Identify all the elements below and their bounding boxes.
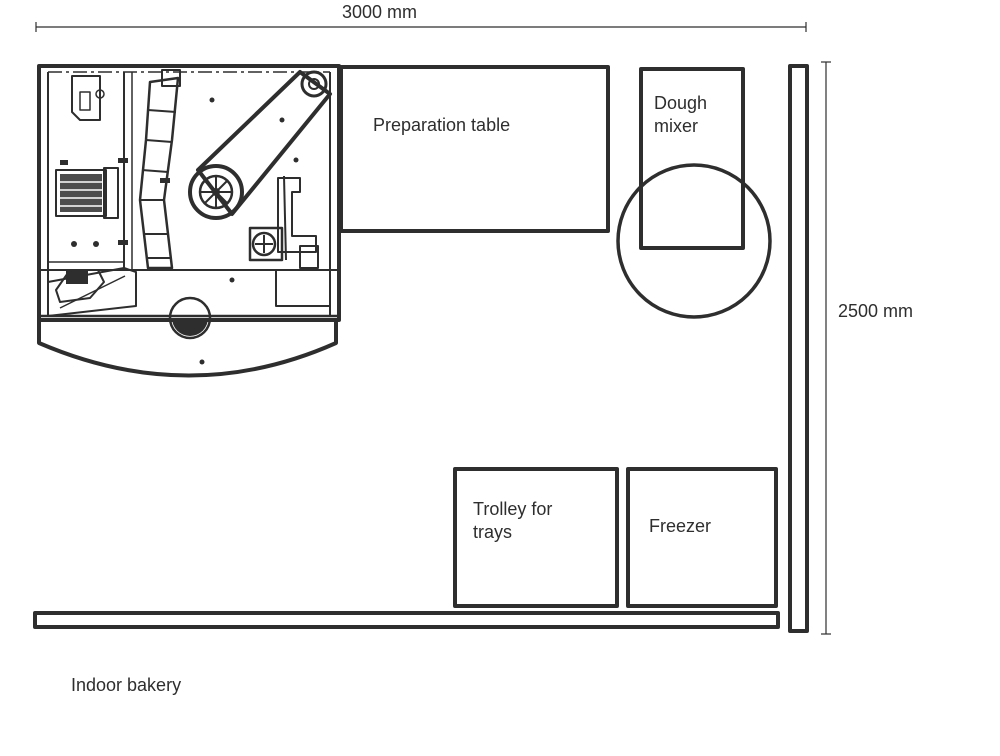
- freezer-label: Freezer: [649, 516, 712, 536]
- right-wall: [788, 64, 809, 633]
- bottom-wall: [33, 611, 780, 629]
- width-dimension-line: [35, 22, 807, 32]
- caption: Indoor bakery: [71, 675, 182, 695]
- trolley-label-line-2: trays: [473, 522, 513, 542]
- width-dimension-label: 3000 mm: [342, 2, 418, 22]
- trolley-label-line-1: Trolley for: [473, 499, 553, 519]
- oven-machine-drawing: [37, 64, 341, 378]
- dough-mixer-label-line-2: mixer: [654, 116, 698, 136]
- dough-mixer-label-line-1: Dough: [654, 93, 708, 113]
- depth-dimension-label: 2500 mm: [838, 301, 914, 321]
- depth-dimension-line: [821, 61, 831, 635]
- dough-mixer-swing-circle: [616, 163, 772, 319]
- preparation-table-label: Preparation table: [373, 115, 511, 135]
- dough-mixer-outline: [639, 67, 745, 250]
- trolley-outline: [453, 467, 619, 608]
- preparation-table-outline: [339, 65, 610, 233]
- freezer-outline: [626, 467, 778, 608]
